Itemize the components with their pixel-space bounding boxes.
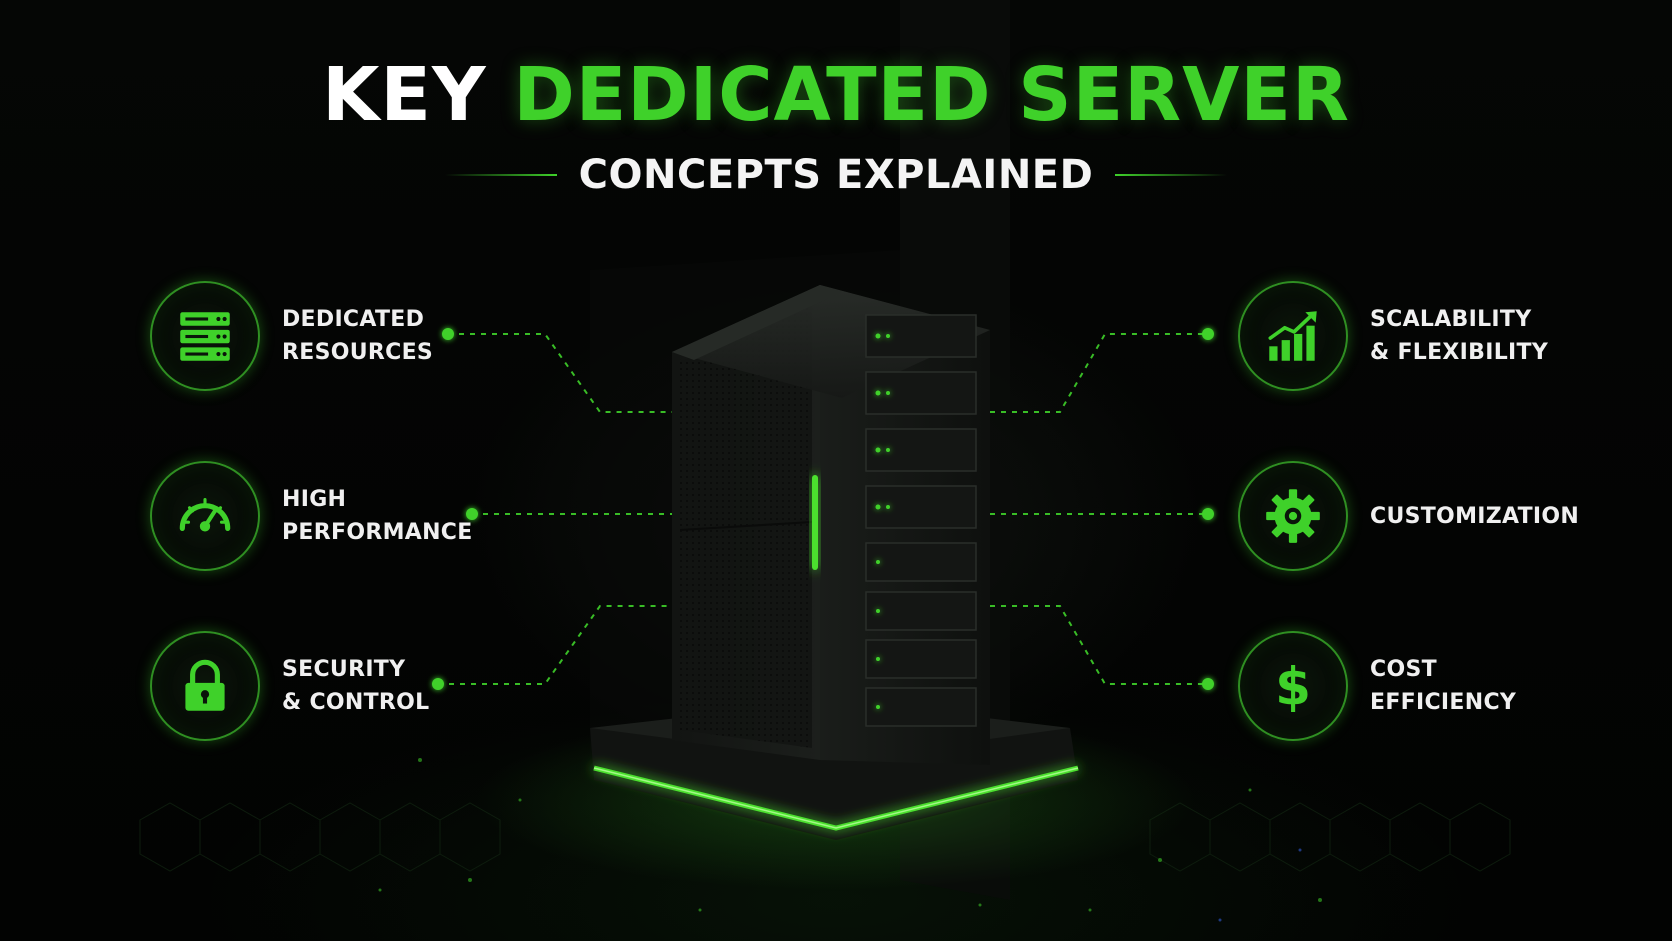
title-part-dedicated-server: DEDICATED SERVER [513, 52, 1350, 138]
padlock-icon [150, 631, 260, 741]
concept-dedicated-resources: DEDICATED RESOURCES [150, 281, 433, 391]
server-stack-icon [150, 281, 260, 391]
subtitle-divider-right [1115, 174, 1228, 176]
concept-label: COST EFFICIENCY [1370, 653, 1516, 719]
concept-label-line-1: HIGH [282, 487, 347, 512]
concept-label-line-1: CUSTOMIZATION [1370, 503, 1580, 529]
concept-label: HIGH PERFORMANCE [282, 483, 473, 549]
dollar-icon: $ [1238, 631, 1348, 741]
title-part-key: KEY [322, 52, 487, 138]
page-title: KEY DEDICATED SERVER [0, 58, 1672, 132]
concept-label-line-2: EFFICIENCY [1370, 690, 1517, 715]
concept-security-control: SECURITY & CONTROL [150, 631, 429, 741]
gear-icon [1238, 461, 1348, 571]
concept-label: SCALABILITY & FLEXIBILITY [1370, 303, 1548, 369]
concept-cost-efficiency: $ COST EFFICIENCY [1238, 631, 1516, 741]
subtitle-row: CONCEPTS EXPLAINED [0, 150, 1672, 200]
concept-label-line-1: SCALABILITY [1370, 307, 1532, 332]
concept-scalability-flexibility: SCALABILITY & FLEXIBILITY [1238, 281, 1548, 391]
subtitle-divider-left [444, 174, 557, 176]
speedometer-icon [150, 461, 260, 571]
concept-label-line-2: & FLEXIBILITY [1370, 340, 1549, 365]
concept-label-line-1: DEDICATED [282, 307, 425, 332]
page-subtitle: CONCEPTS EXPLAINED [578, 152, 1094, 198]
concept-label: CUSTOMIZATION [1370, 500, 1579, 533]
concept-label: DEDICATED RESOURCES [282, 303, 433, 369]
concept-label: SECURITY & CONTROL [282, 653, 429, 719]
concept-label-line-1: COST [1370, 657, 1437, 682]
concept-label-line-2: PERFORMANCE [282, 520, 473, 545]
svg-text:$: $ [1275, 658, 1311, 718]
growth-chart-icon [1238, 281, 1348, 391]
concept-label-line-2: & CONTROL [282, 690, 430, 715]
concept-label-line-1: SECURITY [282, 657, 406, 682]
concept-label-line-2: RESOURCES [282, 340, 434, 365]
concept-high-performance: HIGH PERFORMANCE [150, 461, 473, 571]
concept-customization: CUSTOMIZATION [1238, 461, 1579, 571]
